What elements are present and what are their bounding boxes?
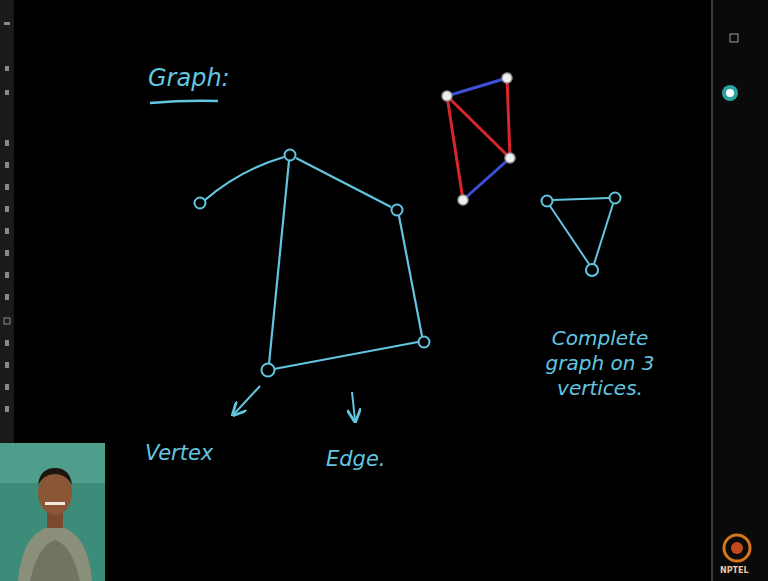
graph-edges — [205, 157, 422, 369]
title-underline — [150, 101, 218, 103]
edge-label: Edge. — [326, 446, 386, 472]
side-panel — [712, 0, 768, 581]
triangle-graph — [542, 193, 621, 277]
panel-icons — [722, 34, 738, 101]
webcam-inset — [0, 443, 105, 581]
note-text: Complete graph on 3 vertices. — [538, 326, 662, 401]
vertex-label: Vertex — [145, 440, 213, 466]
vertex-arrow — [234, 386, 260, 414]
panel-divider — [711, 0, 713, 581]
logo-text: NPTEL — [720, 566, 749, 576]
nptel-logo — [724, 535, 750, 561]
edge-arrow — [352, 392, 355, 420]
graph-vertices — [195, 150, 430, 377]
toolbar-icons — [4, 22, 10, 412]
colored-vertices — [442, 73, 515, 205]
board-title: Graph: — [148, 64, 230, 92]
colored-graph — [447, 78, 510, 200]
